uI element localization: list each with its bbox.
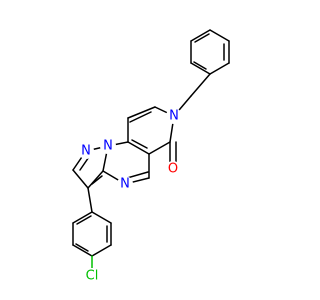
bond: [91, 244, 112, 257]
atom-o-carbonyl: O: [168, 162, 178, 177]
benzyl-ring: [190, 29, 230, 75]
bond: [127, 106, 156, 119]
molecule-structure-diagram: N N N N O Cl: [72, 29, 230, 284]
bond-inner: [91, 175, 103, 185]
bond-inner: [194, 33, 210, 43]
bond: [72, 244, 93, 257]
atom-bg: [117, 176, 133, 192]
atom-n-pyrimidine: N: [120, 177, 130, 192]
chlorophenyl-ring: [72, 211, 112, 257]
atom-labels: N N N N O Cl: [78, 108, 182, 284]
bond-inner: [131, 139, 148, 149]
bond-inner: [129, 111, 152, 123]
bond-inner: [76, 215, 92, 225]
bond: [209, 29, 230, 42]
atom-bg: [80, 268, 104, 284]
bond-inner: [126, 171, 149, 179]
atom-bg: [78, 143, 94, 159]
bond-ch2-ring: [190, 73, 211, 97]
atom-n-pyrazole: N: [81, 144, 91, 159]
bond: [72, 211, 93, 224]
bond-inner: [75, 243, 89, 252]
atom-n-bridgehead: N: [103, 139, 113, 154]
bond: [190, 62, 211, 75]
bond: [91, 211, 112, 224]
bond: [87, 170, 104, 189]
bond: [209, 62, 230, 75]
atom-bg: [166, 108, 182, 124]
atom-cl: Cl: [86, 269, 99, 284]
bond-inner: [193, 61, 207, 70]
atom-n-pyridone: N: [169, 109, 179, 124]
atom-bg: [100, 138, 116, 154]
atom-bg: [165, 161, 181, 177]
bond: [190, 29, 211, 42]
bond-aryl-link: [87, 187, 93, 213]
bond: [72, 169, 89, 189]
bond: [148, 141, 171, 155]
bond: [127, 141, 150, 155]
